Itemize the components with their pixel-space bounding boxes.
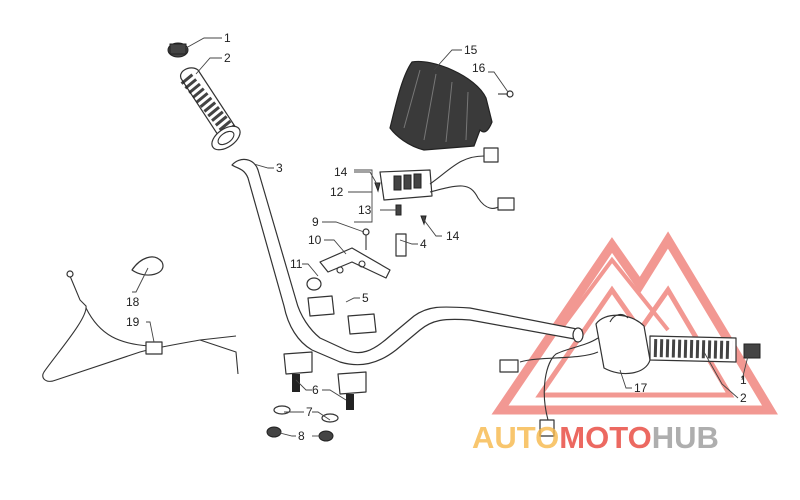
grip-left [180,67,241,151]
callout-13: 13 [358,203,372,217]
end-cap-right [743,343,761,359]
watermark-logo [491,231,778,415]
callout-2-left: 2 [224,51,231,65]
grip-right [649,335,737,363]
leader-lines [132,37,749,437]
callout-labels: 1 2 3 4 5 6 7 8 9 10 11 12 13 14 14 15 1… [126,31,747,443]
callout-17: 17 [634,381,648,395]
callout-12: 12 [330,185,344,199]
switch-block [379,147,515,211]
screw-16 [498,90,514,98]
lower-clamps [283,351,367,410]
callout-10: 10 [308,233,322,247]
callout-19: 19 [126,315,140,329]
callout-11: 11 [290,257,303,271]
callout-9: 9 [312,215,319,229]
watermark-moto: MOTO [559,420,651,455]
throttle-housing [499,313,651,437]
callout-14-top: 14 [334,165,348,179]
hand-guard [389,60,493,151]
callout-7: 7 [306,405,313,419]
callout-3: 3 [276,161,283,175]
callout-8: 8 [298,429,305,443]
upper-clamps [307,295,377,335]
callout-16: 16 [472,61,486,75]
callout-4: 4 [420,237,427,251]
handlebar [231,158,584,366]
mount-bracket [306,228,407,291]
watermark-text: AUTOMOTOHUB [472,420,719,455]
throttle-cable [42,256,239,382]
callout-2-right: 2 [740,391,747,405]
watermark-auto: AUTO [472,420,559,455]
watermark-hub: HUB [652,420,719,455]
callout-15: 15 [464,43,478,57]
callout-14-right: 14 [446,229,460,243]
callout-5: 5 [362,291,369,305]
callout-1-right: 1 [740,373,747,387]
end-cap-left [167,42,189,58]
callout-1-left: 1 [224,31,231,45]
callout-18: 18 [126,295,140,309]
callout-6: 6 [312,383,319,397]
